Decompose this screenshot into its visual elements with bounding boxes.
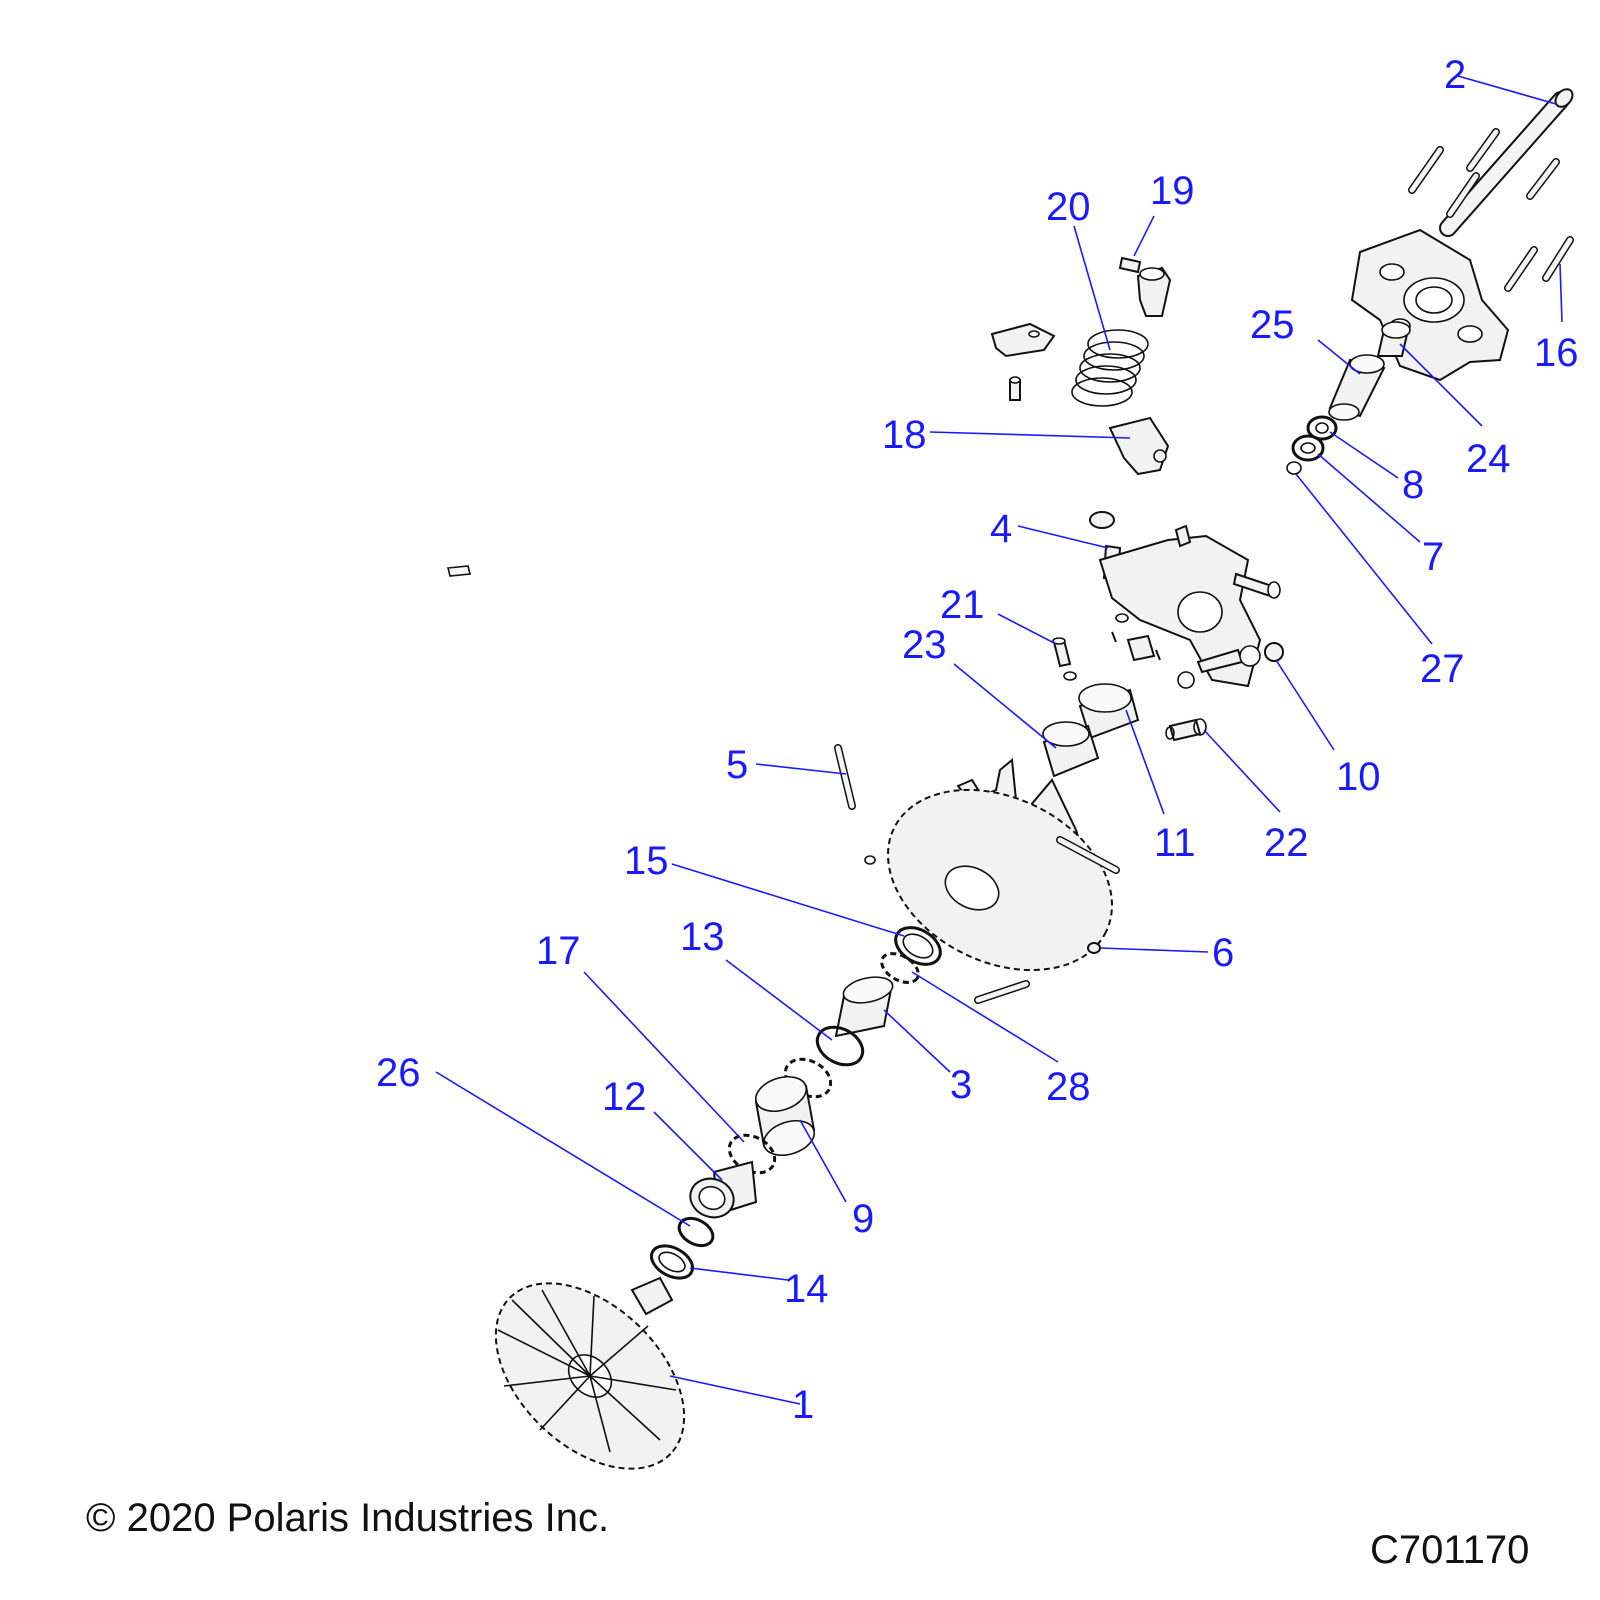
- leader-17: [583, 971, 745, 1143]
- leader-14: [689, 1267, 789, 1281]
- roller: [1136, 266, 1172, 317]
- part-22-screw: [1165, 718, 1207, 742]
- part-19-pin: [1118, 256, 1142, 274]
- leader-7: [1317, 453, 1421, 543]
- leader-15: [671, 863, 905, 937]
- part-11-bushing: [1078, 683, 1140, 740]
- callout-13: 13: [680, 915, 725, 959]
- leader-3: [883, 1009, 951, 1073]
- lower-pin: [974, 980, 1030, 1004]
- leader-21: [997, 613, 1057, 645]
- part-7-washer: [1291, 434, 1325, 462]
- leader-1: [669, 1375, 801, 1405]
- small-pin-upper: [1009, 376, 1021, 401]
- callout-4: 4: [990, 507, 1012, 551]
- leader-28: [911, 971, 1059, 1063]
- callout-20: 20: [1046, 185, 1091, 229]
- part-6-nut: [1087, 942, 1101, 954]
- callout-27: 27: [1420, 647, 1465, 691]
- leader-16: [1559, 263, 1563, 323]
- callout-3: 3: [950, 1063, 972, 1107]
- callout-10: 10: [1336, 755, 1381, 799]
- leader-26: [435, 1071, 691, 1227]
- part-26-ring: [677, 1216, 715, 1248]
- movable-sheave: [864, 758, 1120, 972]
- callout-22: 22: [1264, 821, 1309, 865]
- leader-lines: [435, 75, 1563, 1405]
- leader-2: [1457, 75, 1557, 105]
- callout-24: 24: [1466, 437, 1511, 481]
- part-5-pin: [834, 744, 856, 810]
- part-1-sheave: [494, 1276, 686, 1470]
- flyweight-upper: [990, 322, 1056, 358]
- callout-18: 18: [882, 413, 927, 457]
- leader-23: [953, 663, 1057, 749]
- part-21-spring: [1052, 637, 1077, 681]
- part-28-snap-ring: [880, 952, 920, 984]
- callout-28: 28: [1046, 1065, 1091, 1109]
- callout-21: 21: [940, 583, 985, 627]
- leader-25: [1317, 339, 1361, 375]
- leader-19: [1133, 215, 1155, 257]
- leader-18: [929, 431, 1131, 439]
- leader-10: [1275, 659, 1335, 751]
- part-20-spring: [1071, 329, 1149, 407]
- part-10-cap: [1264, 642, 1284, 662]
- leader-24: [1399, 343, 1483, 427]
- part-25-spacer: [1328, 354, 1386, 421]
- part-2-bolt: [1439, 88, 1574, 237]
- leader-11: [1125, 709, 1165, 815]
- part-13-seal: [815, 1025, 865, 1067]
- part-3-bushing: [834, 976, 894, 1038]
- leader-8: [1329, 431, 1399, 479]
- part-24-bushing: [1376, 321, 1411, 357]
- leader-27: [1295, 473, 1433, 645]
- callout-26: 26: [376, 1051, 421, 1095]
- callout-17: 17: [536, 929, 581, 973]
- callout-7: 7: [1422, 535, 1444, 579]
- leader-4: [1017, 525, 1109, 549]
- part-4-spider-arm: [1089, 511, 1281, 689]
- callout-2: 2: [1444, 53, 1466, 97]
- leader-20: [1073, 225, 1111, 351]
- parts: [446, 88, 1574, 1470]
- leader-6: [1099, 947, 1209, 953]
- part-8-washer: [1306, 415, 1338, 441]
- callout-labels: 1 2 3 4 5 6 7 8 9 10 11 12 13 14 15 16 1…: [376, 53, 1579, 1427]
- callout-14: 14: [784, 1267, 829, 1311]
- part-12-bushing: [689, 1160, 758, 1219]
- callout-11: 11: [1154, 821, 1196, 865]
- copyright-notice: © 2020 Polaris Industries Inc.: [86, 1496, 610, 1540]
- leader-22: [1203, 729, 1281, 813]
- callout-6: 6: [1212, 931, 1234, 975]
- callout-23: 23: [902, 623, 947, 667]
- drawing-number: C701170: [1370, 1528, 1530, 1572]
- leader-12: [653, 1111, 723, 1181]
- stray-mark: [446, 565, 472, 577]
- slider-block: [1111, 631, 1161, 662]
- callout-15: 15: [624, 839, 669, 883]
- part-27-washer: [1286, 461, 1302, 475]
- part-16-bolts: [1408, 128, 1574, 292]
- part-14-ring: [649, 1244, 695, 1280]
- part-9-bushing: [754, 1075, 816, 1157]
- callout-9: 9: [852, 1197, 874, 1241]
- callout-5: 5: [726, 743, 748, 787]
- leader-13: [725, 959, 833, 1041]
- part-23-bushing: [1042, 721, 1100, 778]
- leader-9: [799, 1119, 847, 1203]
- callout-19: 19: [1150, 169, 1195, 213]
- callout-25: 25: [1250, 303, 1295, 347]
- callout-8: 8: [1402, 463, 1424, 507]
- callout-1: 1: [792, 1383, 814, 1427]
- callout-12: 12: [602, 1075, 647, 1119]
- callout-16: 16: [1534, 331, 1579, 375]
- part-18-flyweight: [1108, 416, 1170, 476]
- leader-5: [755, 763, 847, 775]
